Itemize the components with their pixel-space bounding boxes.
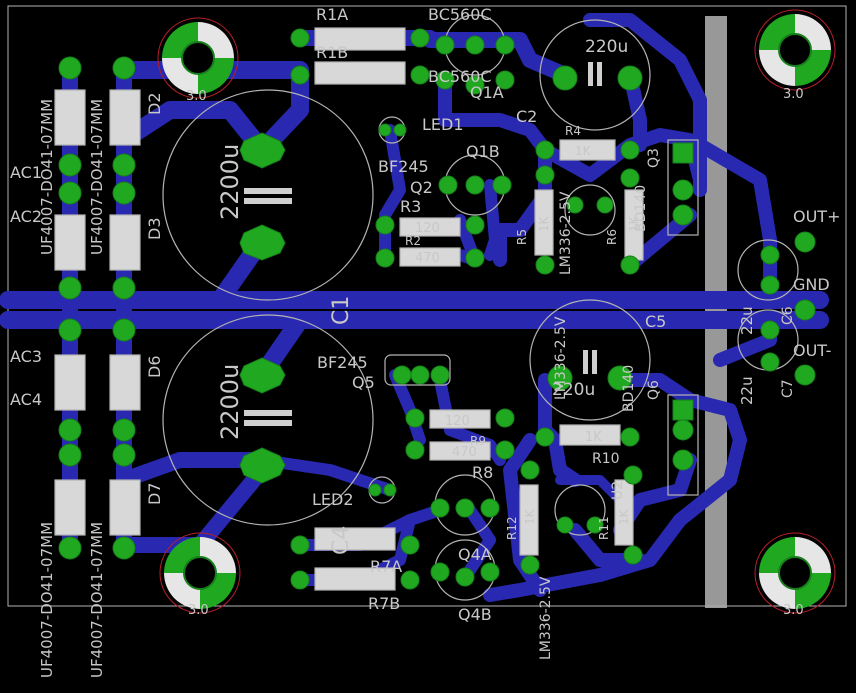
label-r9: R9 (470, 434, 486, 448)
label-lm336-bot: LM336-2.5V (538, 576, 554, 660)
label-led2: LED2 (312, 490, 354, 509)
label-r1b: R1B (316, 43, 348, 62)
label-r12-val: 1K (523, 508, 537, 525)
label-r5: R5 (515, 229, 529, 245)
label-r3-val: 120 (415, 221, 440, 236)
label-r4-val: 1K (575, 144, 592, 158)
labels: R1A R1B BC560C BC560C Q1A LED1 C2 Q1B BF… (10, 5, 840, 678)
label-d1-pkg: UF4007-DO41-07MM (38, 99, 56, 255)
label-2200u-top: 2200u (216, 144, 244, 220)
label-r9-val: 120 (445, 414, 470, 429)
label-22u-a: 22u (738, 306, 756, 335)
label-hole-tr: 3.0 (783, 87, 804, 102)
label-q6: Q6 (646, 380, 662, 400)
label-c4: C4 (329, 526, 354, 555)
label-bd140-bot: BD140 (621, 365, 637, 412)
label-c1: C1 (329, 296, 354, 325)
label-ac3: AC3 (10, 347, 42, 366)
label-d6: D6 (145, 356, 164, 379)
label-bd140-top: BD140 (633, 185, 649, 232)
label-lm336-top: LM336-2.5V (553, 316, 569, 400)
label-r8: R8 (472, 463, 493, 482)
label-r5-val: 1K (537, 215, 551, 232)
label-led1: LED1 (422, 115, 464, 134)
label-r4: R4 (565, 124, 581, 138)
label-d2-pkg: UF4007-DO41-07MM (88, 99, 106, 255)
label-r10: R10 (592, 451, 620, 467)
label-r6: R6 (605, 229, 619, 245)
cap-polarity-marks (244, 62, 602, 426)
label-bf245-bot: BF245 (317, 353, 368, 372)
label-r6-val: 1K (627, 215, 641, 232)
label-r2-val: 470 (415, 251, 440, 266)
label-hole-br: 3.0 (783, 603, 804, 618)
mounting-holes (157, 9, 836, 614)
label-q1a: Q1A (470, 83, 504, 102)
label-r7b: R7B (368, 594, 400, 613)
label-r1a: R1A (316, 5, 348, 24)
label-2200u-bot: 2200u (216, 364, 244, 440)
label-r10-val: 1K (585, 430, 602, 445)
label-q4a: Q4A (458, 545, 492, 564)
label-r2: R2 (405, 234, 421, 248)
label-r11: R11 (597, 516, 611, 540)
label-d2: D2 (145, 93, 164, 116)
hole-bottom-right (754, 532, 836, 614)
hole-top-right (754, 9, 836, 91)
label-bc560c-mid: BC560C (428, 67, 492, 86)
label-bf245-top: BF245 (378, 157, 429, 176)
label-u2: U2 (610, 481, 626, 500)
label-d7: D7 (145, 483, 164, 506)
label-hole-tl: 3.0 (186, 89, 207, 104)
label-out-plus: OUT+ (793, 207, 840, 226)
label-r7a: R7A (370, 557, 402, 576)
label-bc560c-top: BC560C (428, 5, 492, 24)
label-out-minus: OUT- (793, 341, 831, 360)
label-ac2: AC2 (10, 207, 42, 226)
hole-top-left (157, 17, 239, 99)
label-220u-top: 220u (585, 37, 628, 57)
silkscreen (54, 14, 799, 601)
label-d3: D3 (145, 218, 164, 241)
label-c5: C5 (645, 312, 666, 331)
label-r8-val: 470 (452, 445, 477, 460)
label-gnd: GND (793, 275, 830, 294)
label-22u-b: 22u (738, 376, 756, 405)
label-c7: C7 (780, 379, 796, 398)
label-r12: R12 (505, 516, 519, 540)
hole-bottom-left (159, 532, 241, 614)
label-q5: Q5 (352, 373, 375, 392)
cap-c3-outline (162, 314, 374, 526)
label-220u-bot: 220u (552, 380, 595, 400)
label-r11-val: 1K (617, 508, 631, 525)
label-q1b: Q1B (466, 142, 500, 161)
label-hole-bl: 3.0 (188, 603, 209, 618)
pads (58, 28, 816, 590)
label-u1: LM336-2.5V (558, 191, 574, 275)
label-ac4: AC4 (10, 390, 42, 409)
label-c2: C2 (516, 107, 537, 126)
label-q2: Q2 (410, 178, 433, 197)
label-c6: C6 (780, 306, 796, 325)
label-d8-pkg: UF4007-DO41-07MM (88, 522, 106, 678)
label-ac1: AC1 (10, 163, 42, 182)
label-r3: R3 (400, 197, 421, 216)
cap-c1-outline (162, 89, 374, 301)
label-q3: Q3 (646, 148, 662, 168)
label-d5-pkg: UF4007-DO41-07MM (38, 522, 56, 678)
label-q4b: Q4B (458, 605, 492, 624)
